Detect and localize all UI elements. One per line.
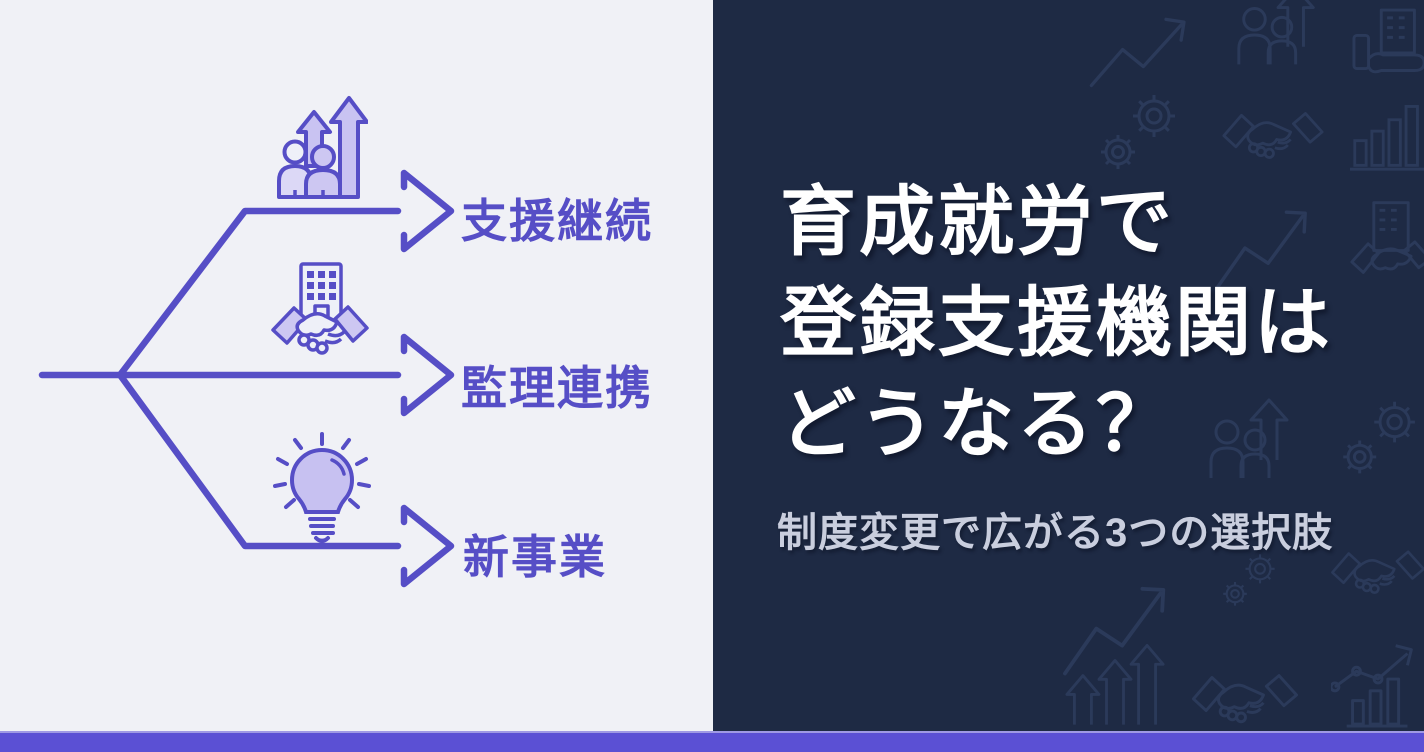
main-title-line-1: 育成就労で [780,180,1175,265]
people-growth-icon [277,96,368,199]
handshake-icon [1222,96,1324,168]
main-title: 育成就労で 登録支援機関は どうなる？ [780,172,1333,475]
line-chart-icon [1331,632,1424,730]
gears-icon [1090,86,1192,181]
rising-arrows-icon [1065,640,1165,730]
handshake-icon [1328,538,1424,600]
building-handshake-icon [271,262,369,355]
trend-arrow-icon [1085,8,1197,93]
people-growth-icon [1232,0,1324,82]
branch-label-supervision-cooperation: 監理連携 [461,362,653,414]
branch-label-support-continuation: 支援継続 [461,195,653,247]
branch-diagram [38,169,455,588]
gears-icon [1333,393,1424,485]
arrowhead-middle-icon [400,333,455,417]
diagram-panel: 支援継続 監理連携 新事業 [0,0,713,731]
arrowhead-top-icon [400,169,455,253]
main-title-line-3: どうなる？ [780,382,1175,467]
branch-label-new-business: 新事業 [463,531,607,583]
branch-line-top [116,207,402,379]
main-title-line-2: 登録支援機関は [780,281,1333,366]
accent-bar [0,731,1424,752]
hand-building-icon [1352,8,1424,94]
arrowhead-bottom-icon [400,504,455,588]
title-panel: 育成就労で 登録支援機関は どうなる？ 制度変更で広がる3つの選択肢 [713,0,1424,731]
lightbulb-icon [273,432,371,543]
subtitle: 制度変更で広がる3つの選択肢 [777,511,1334,555]
bar-chart-icon [1350,95,1424,173]
handshake-icon [1191,660,1299,730]
branch-line-bottom [116,371,402,550]
building-handshake-icon [1348,198,1424,303]
